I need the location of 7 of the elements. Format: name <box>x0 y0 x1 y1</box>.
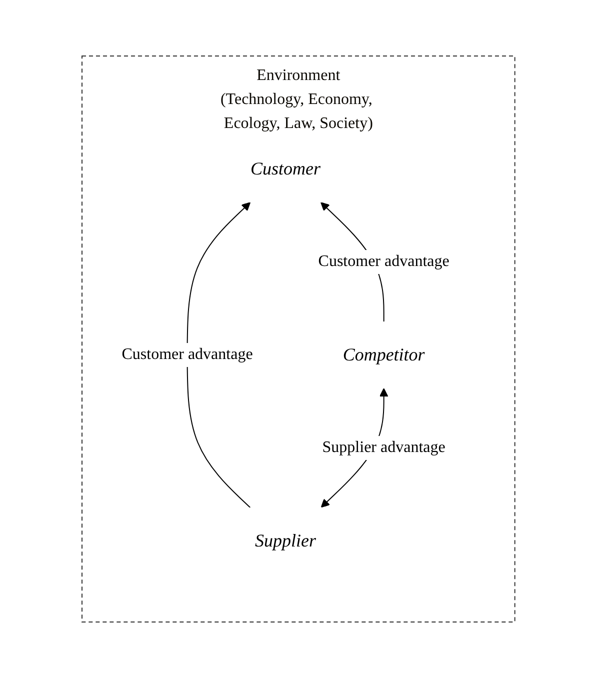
node-text: Competitor <box>342 344 425 364</box>
edge-label: Customer advantage <box>122 346 253 363</box>
edge-label: Supplier advantage <box>322 439 446 456</box>
node-text: Supplier <box>255 530 316 550</box>
node-text: Customer <box>250 158 321 178</box>
arrow <box>186 202 251 508</box>
edge-label: Customer advantage <box>318 253 450 270</box>
